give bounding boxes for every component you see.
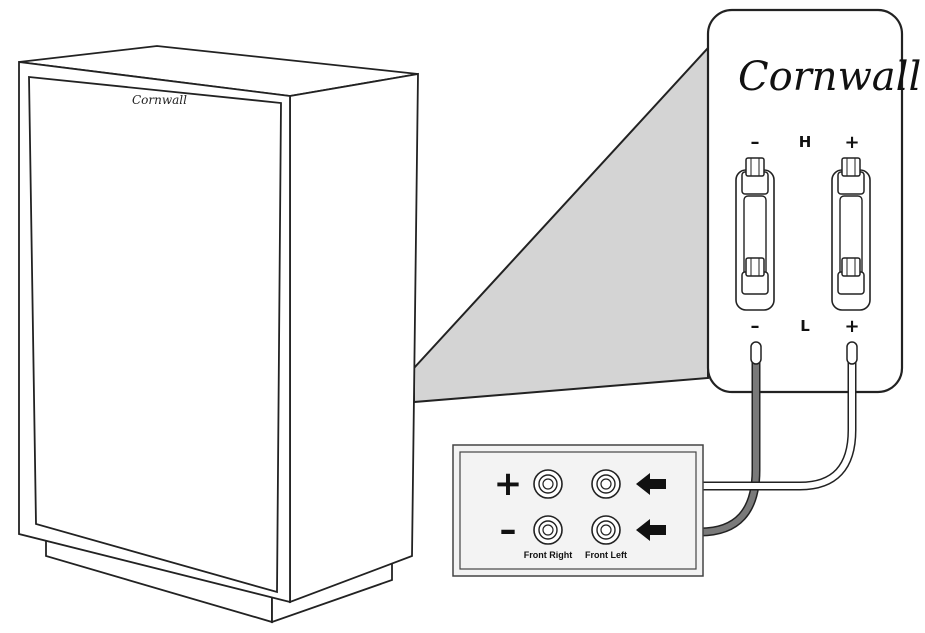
terminal-bottom-minus: –: [751, 316, 760, 337]
positive-wire: [684, 352, 855, 489]
terminal-panel-logo: Cornwall: [738, 54, 921, 100]
terminal-bottom-l: L: [800, 317, 810, 335]
rca-jack-icon[interactable]: [533, 515, 563, 545]
rca-jack-icon[interactable]: [591, 469, 621, 499]
receiver-plus-sign: +: [494, 464, 523, 504]
binding-post-icon[interactable]: [741, 157, 769, 195]
negative-wire: [676, 352, 759, 535]
binding-post-icon[interactable]: [837, 157, 865, 195]
rca-jack-icon[interactable]: [591, 515, 621, 545]
front-left-label: Front Left: [585, 550, 627, 560]
speaker-logo: Cornwall: [132, 93, 187, 107]
speaker-side: [289, 72, 419, 604]
terminal-top-minus: –: [751, 132, 760, 153]
receiver-minus-sign: –: [500, 510, 517, 550]
wire-tip-positive-top: [846, 341, 858, 365]
terminal-top-h: H: [799, 133, 812, 151]
front-right-label: Front Right: [524, 550, 573, 560]
terminal-bottom-plus: +: [844, 316, 859, 337]
receiver-panel-inner: [459, 451, 697, 570]
terminal-panel: Cornwall – H + – L +: [706, 8, 921, 394]
speaker-grille: [28, 76, 282, 594]
callout-wedge: [413, 45, 709, 404]
arrow-left-icon: [636, 519, 666, 541]
rca-jack-icon[interactable]: [533, 469, 563, 499]
speaker-cabinet: Cornwall: [18, 45, 419, 624]
binding-post-icon[interactable]: [837, 257, 865, 295]
terminal-top-plus: +: [844, 132, 859, 153]
wire-tip-negative-top: [750, 341, 762, 365]
receiver-panel: + – Front Right Front Left: [452, 444, 704, 577]
binding-post-icon[interactable]: [741, 257, 769, 295]
arrow-left-icon: [636, 473, 666, 495]
